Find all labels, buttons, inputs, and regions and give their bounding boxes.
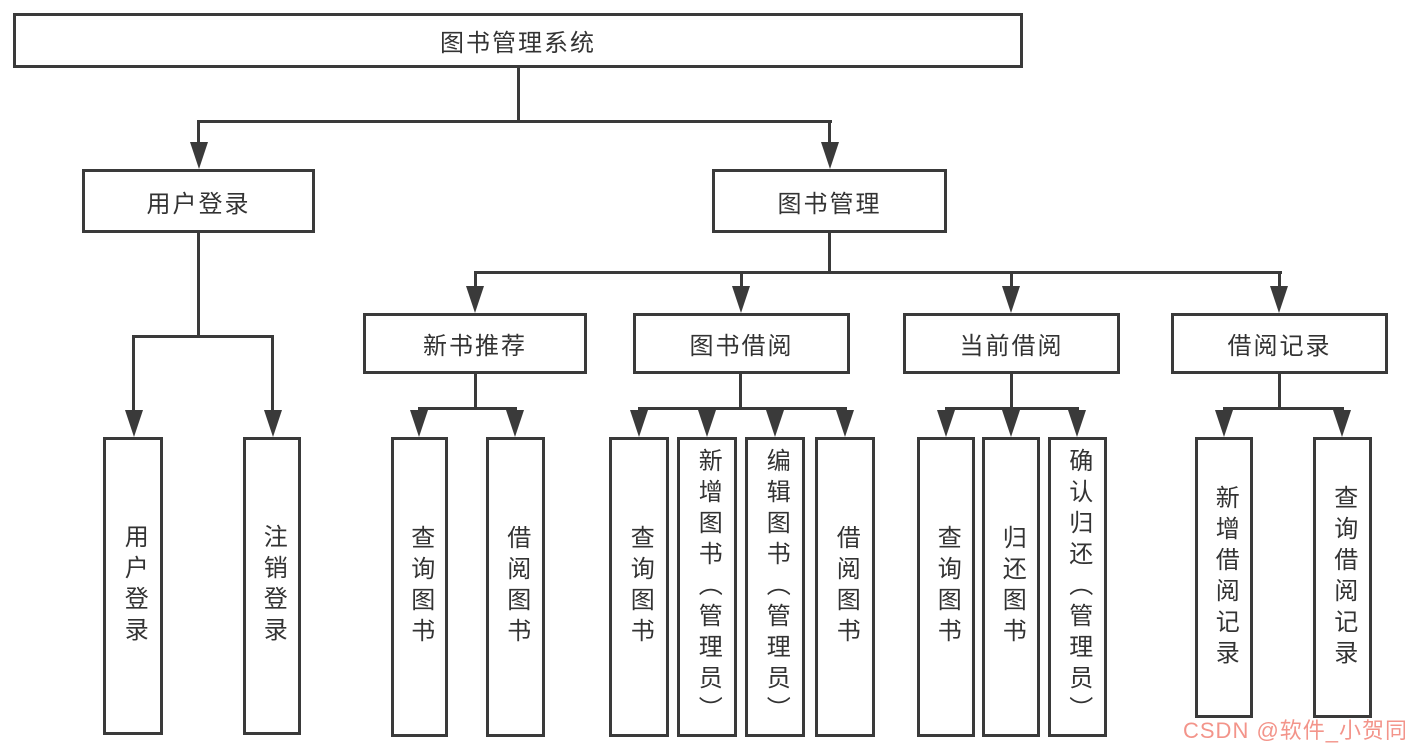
connector-line bbox=[197, 120, 200, 144]
node-label: 注销登录 bbox=[259, 524, 287, 648]
arrowhead-down-icon bbox=[125, 410, 143, 437]
connector-line bbox=[1278, 271, 1281, 289]
leaf-return-books: 归还图书 bbox=[982, 437, 1040, 737]
leaf-user-login: 用户登录 bbox=[103, 437, 163, 735]
arrowhead-down-icon bbox=[630, 410, 648, 437]
node-label: 新增图书（管理员） bbox=[694, 447, 722, 727]
connector-line bbox=[739, 374, 742, 407]
connector-line bbox=[945, 407, 1079, 410]
leaf-borrow-books-2: 借阅图书 bbox=[815, 437, 875, 737]
node-label: 查询图书 bbox=[933, 525, 961, 649]
arrowhead-down-icon bbox=[698, 410, 716, 437]
node-label: 当前借阅 bbox=[959, 333, 1064, 360]
arrowhead-down-icon bbox=[1215, 410, 1233, 437]
leaf-add-borrow-record: 新增借阅记录 bbox=[1195, 437, 1253, 718]
connector-line bbox=[1278, 374, 1281, 407]
leaf-query-books-3: 查询图书 bbox=[917, 437, 975, 737]
node-label: 图书管理系统 bbox=[440, 30, 596, 57]
node-label: 确认归还（管理员） bbox=[1064, 447, 1092, 727]
connector-line bbox=[1010, 374, 1013, 407]
connector-line bbox=[828, 120, 831, 144]
connector-line bbox=[474, 374, 477, 407]
node-book-borrowing: 图书借阅 bbox=[633, 313, 850, 374]
leaf-query-books-2: 查询图书 bbox=[609, 437, 669, 737]
node-label: 借阅图书 bbox=[502, 525, 530, 649]
node-user-login: 用户登录 bbox=[82, 169, 315, 233]
arrowhead-down-icon bbox=[836, 410, 854, 437]
leaf-query-borrow-record: 查询借阅记录 bbox=[1313, 437, 1372, 718]
node-label: 查询图书 bbox=[626, 525, 654, 649]
arrowhead-down-icon bbox=[1002, 410, 1020, 437]
arrowhead-down-icon bbox=[506, 410, 524, 437]
leaf-logout: 注销登录 bbox=[243, 437, 301, 735]
arrowhead-down-icon bbox=[264, 410, 282, 437]
connector-line bbox=[271, 335, 274, 412]
connector-line bbox=[1010, 271, 1013, 289]
arrowhead-down-icon bbox=[1002, 286, 1020, 313]
leaf-query-books-1: 查询图书 bbox=[391, 437, 448, 737]
arrowhead-down-icon bbox=[1333, 410, 1351, 437]
node-label: 归还图书 bbox=[998, 525, 1026, 649]
arrowhead-down-icon bbox=[821, 142, 839, 169]
arrowhead-down-icon bbox=[1270, 286, 1288, 313]
arrowhead-down-icon bbox=[466, 286, 484, 313]
arrowhead-down-icon bbox=[190, 142, 208, 169]
node-label: 图书管理 bbox=[777, 190, 882, 218]
connector-line bbox=[1223, 407, 1344, 410]
arrowhead-down-icon bbox=[766, 410, 784, 437]
node-book-management: 图书管理 bbox=[712, 169, 947, 233]
node-label: 用户登录 bbox=[120, 524, 148, 648]
node-label: 借阅图书 bbox=[832, 525, 860, 649]
connector-line bbox=[828, 233, 831, 271]
connector-line bbox=[638, 407, 847, 410]
node-borrowing-records: 借阅记录 bbox=[1171, 313, 1388, 374]
node-label: 借阅记录 bbox=[1227, 333, 1332, 360]
node-label: 用户登录 bbox=[146, 190, 251, 218]
connector-line bbox=[132, 335, 274, 338]
node-label: 查询借阅记录 bbox=[1329, 484, 1357, 671]
connector-line bbox=[132, 335, 135, 412]
connector-line bbox=[197, 233, 200, 335]
node-label: 新增借阅记录 bbox=[1211, 484, 1239, 671]
connector-line bbox=[474, 271, 1282, 274]
arrowhead-down-icon bbox=[937, 410, 955, 437]
arrowhead-down-icon bbox=[732, 286, 750, 313]
connector-line bbox=[418, 407, 517, 410]
leaf-confirm-return-admin: 确认归还（管理员） bbox=[1048, 437, 1107, 737]
node-label: 查询图书 bbox=[406, 525, 434, 649]
leaf-borrow-books-1: 借阅图书 bbox=[486, 437, 545, 737]
connector-line bbox=[474, 271, 477, 289]
arrowhead-down-icon bbox=[1068, 410, 1086, 437]
node-label: 编辑图书（管理员） bbox=[762, 447, 790, 727]
leaf-edit-books-admin: 编辑图书（管理员） bbox=[745, 437, 805, 737]
arrowhead-down-icon bbox=[410, 410, 428, 437]
node-label: 图书借阅 bbox=[689, 333, 794, 360]
connector-line bbox=[517, 68, 520, 120]
connector-line bbox=[197, 120, 832, 123]
leaf-add-books-admin: 新增图书（管理员） bbox=[677, 437, 737, 737]
node-new-book-recommend: 新书推荐 bbox=[363, 313, 587, 374]
node-root-book-management-system: 图书管理系统 bbox=[13, 13, 1023, 68]
node-current-borrowing: 当前借阅 bbox=[903, 313, 1120, 374]
connector-line bbox=[740, 271, 743, 289]
csdn-watermark: CSDN @软件_小贺同学 bbox=[1183, 718, 1405, 743]
node-label: 新书推荐 bbox=[423, 333, 527, 360]
